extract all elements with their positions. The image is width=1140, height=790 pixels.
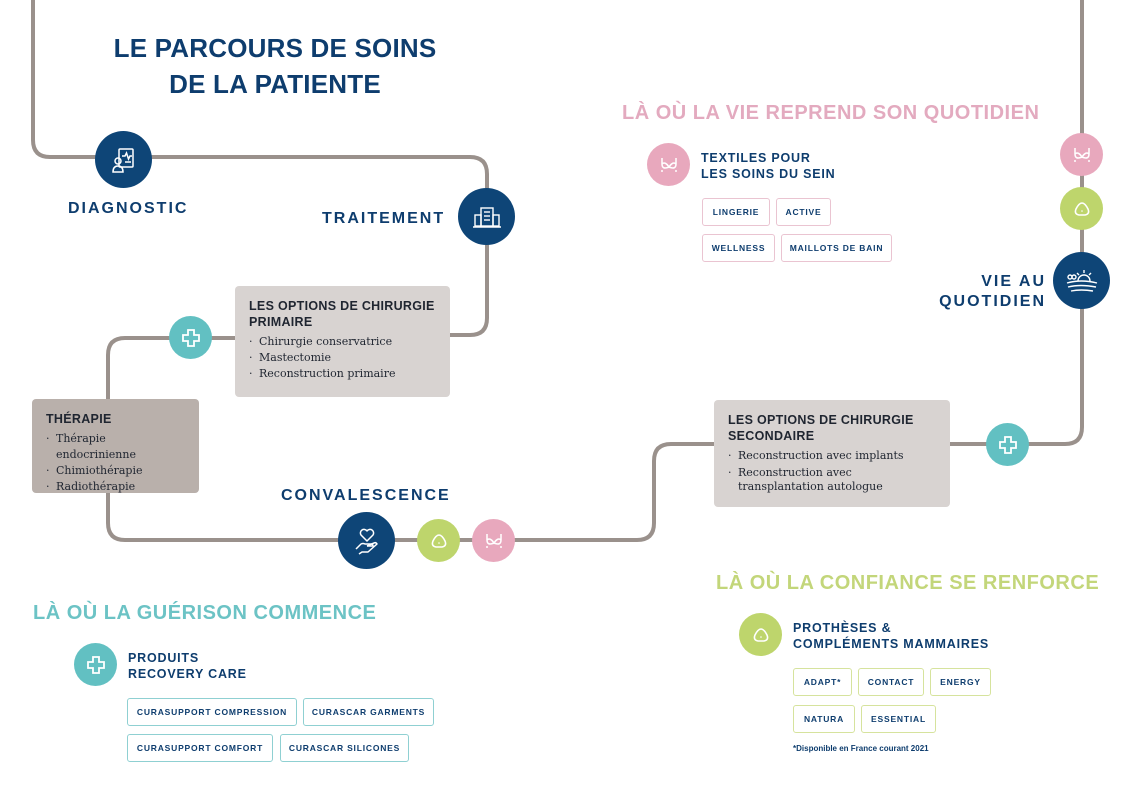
breast-prosthesis-icon: [1074, 201, 1089, 216]
recovery-care-node-2[interactable]: [986, 423, 1029, 466]
footnote: *Disponible en France courant 2021: [793, 744, 929, 753]
vie-au-quotidien-node[interactable]: [1053, 252, 1110, 309]
recovery-care-category-icon: [74, 643, 117, 686]
bra-icon: [660, 157, 677, 172]
prosthesis-category-icon: [739, 613, 782, 656]
category-label-recovery-care: PRODUITS RECOVERY CARE: [128, 651, 247, 681]
bra-icon: [485, 533, 502, 548]
chip-adapt[interactable]: ADAPT*: [793, 668, 852, 696]
chip-curascar-silicones[interactable]: CURASCAR SILICONES: [280, 734, 409, 762]
textiles-node-2[interactable]: [1060, 133, 1103, 176]
list-item: Reconstruction avec transplantation auto…: [728, 466, 936, 494]
page-title: LE PARCOURS DE SOINS DE LA PATIENTE: [113, 33, 437, 99]
chip-contact[interactable]: CONTACT: [858, 668, 924, 696]
sunrise-landscape-icon: [1066, 269, 1097, 292]
path-segment-right: [948, 0, 1084, 446]
chip-natura[interactable]: NATURA: [793, 705, 855, 733]
path-segment-to-convalescence: [106, 442, 716, 542]
breast-prosthesis-icon: [753, 627, 768, 642]
hospital-icon: [472, 206, 501, 228]
path-segment-to-therapie: [106, 336, 237, 402]
box-therapie: THÉRAPIE Thérapie endocrinienne Chimioth…: [32, 399, 199, 495]
medical-report-icon: [111, 147, 134, 173]
path-segment-top: [31, 0, 489, 337]
stage-label-convalescence: CONVALESCENCE: [281, 487, 451, 504]
box-title: THÉRAPIE: [46, 412, 112, 426]
textiles-category-icon: [647, 143, 690, 186]
medical-cross-icon: [181, 328, 200, 347]
section-title-confiance: LÀ OÙ LA CONFIANCE SE RENFORCE: [716, 572, 1100, 594]
chip-energy[interactable]: ENERGY: [930, 668, 991, 696]
chip-curasupport-compression[interactable]: CURASUPPORT COMPRESSION: [127, 698, 297, 726]
chip-active[interactable]: ACTIVE: [776, 198, 831, 226]
breast-prosthesis-icon: [431, 533, 446, 548]
bra-icon: [1073, 147, 1090, 162]
convalescence-node[interactable]: [338, 512, 395, 569]
list-item: Chimiothérapie: [46, 463, 185, 479]
traitement-node[interactable]: [458, 188, 515, 245]
medical-cross-icon: [86, 655, 105, 674]
list-item: Radiothérapie: [46, 479, 185, 495]
box-list: Thérapie endocrinienne Chimiothérapie Ra…: [46, 431, 185, 495]
stage-label-vie-au-quotidien: VIE AU QUOTIDIEN: [939, 273, 1046, 310]
list-item: Reconstruction primaire: [249, 366, 436, 382]
section-title-guerison: LÀ OÙ LA GUÉRISON COMMENCE: [33, 602, 377, 624]
prosthesis-node-2[interactable]: [1060, 187, 1103, 230]
chip-curascar-garments[interactable]: CURASCAR GARMENTS: [303, 698, 434, 726]
chip-wellness[interactable]: WELLNESS: [702, 234, 775, 262]
list-item: Mastectomie: [249, 350, 436, 366]
section-title-vie: LÀ OÙ LA VIE REPREND SON QUOTIDIEN: [622, 102, 1040, 124]
heart-in-hand-icon: [354, 528, 378, 555]
chip-curasupport-comfort[interactable]: CURASUPPORT COMFORT: [127, 734, 273, 762]
box-list: Reconstruction avec implants Reconstruct…: [728, 448, 936, 494]
list-item: Thérapie endocrinienne: [46, 431, 185, 463]
chip-essential[interactable]: ESSENTIAL: [861, 705, 936, 733]
medical-cross-icon: [998, 435, 1017, 454]
textiles-node[interactable]: [472, 519, 515, 562]
stage-label-diagnostic: DIAGNOSTIC: [68, 200, 189, 217]
box-list: Chirurgie conservatrice Mastectomie Reco…: [249, 334, 436, 382]
category-label-textiles: TEXTILES POUR LES SOINS DU SEIN: [701, 151, 836, 181]
list-item: Chirurgie conservatrice: [249, 334, 436, 350]
prosthesis-node[interactable]: [417, 519, 460, 562]
stage-label-traitement: TRAITEMENT: [322, 210, 446, 227]
category-label-protheses: PROTHÈSES & COMPLÉMENTS MAMMAIRES: [793, 621, 989, 651]
chip-lingerie[interactable]: LINGERIE: [702, 198, 770, 226]
chip-maillots-de-bain[interactable]: MAILLOTS DE BAIN: [781, 234, 892, 262]
list-item: Reconstruction avec implants: [728, 448, 936, 464]
diagnostic-node[interactable]: [95, 131, 152, 188]
recovery-care-node[interactable]: [169, 316, 212, 359]
